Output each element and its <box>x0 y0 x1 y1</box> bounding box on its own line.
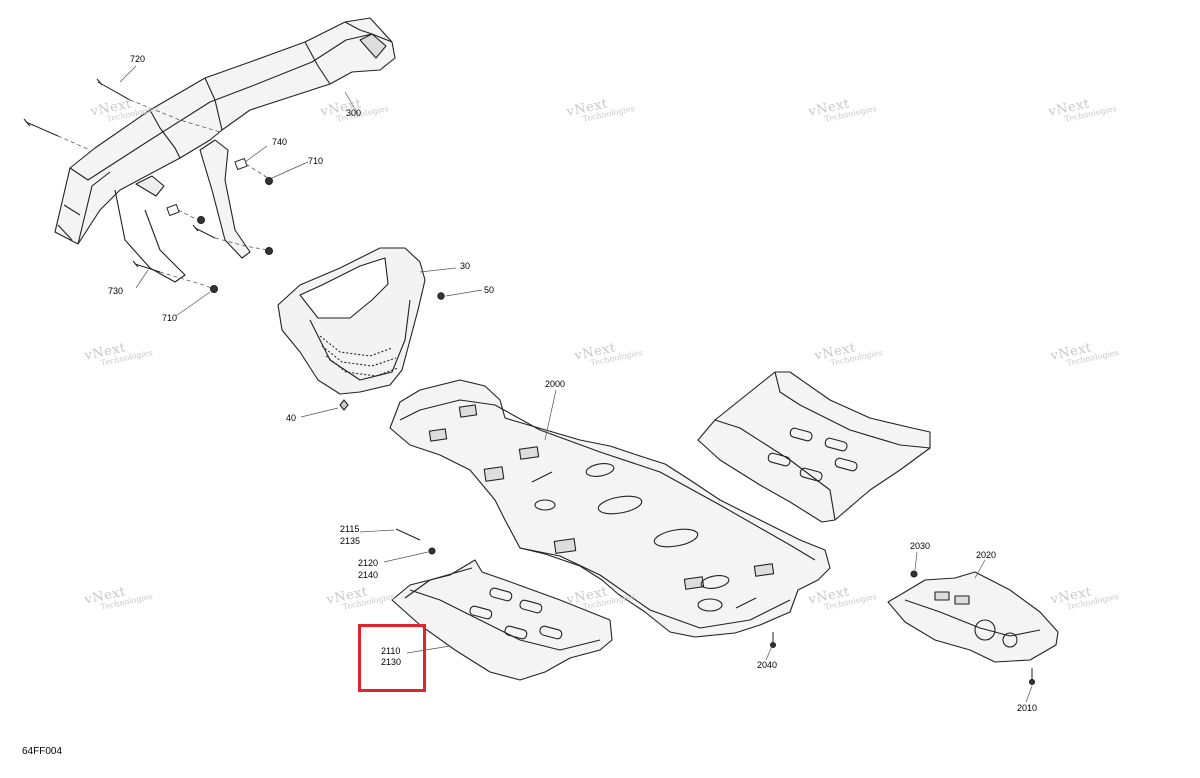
skid-bolt-2040-head <box>769 641 777 649</box>
callout-710[interactable]: 710 <box>308 156 324 166</box>
callout-50[interactable]: 50 <box>484 285 495 295</box>
left-skid-plate <box>391 559 613 681</box>
front-fascia <box>277 247 426 395</box>
callout-2120[interactable]: 2120 <box>358 558 379 568</box>
callout-2110[interactable]: 2110 <box>381 646 401 656</box>
main-skid-plate <box>389 379 831 638</box>
bolt-2010-head <box>1028 678 1036 686</box>
rear-skid-plate <box>697 371 931 523</box>
callout-40[interactable]: 40 <box>286 413 297 423</box>
fascia-clip <box>339 399 349 411</box>
right-skid-plate <box>887 571 1059 663</box>
callout-2115[interactable]: 2115 <box>340 524 360 534</box>
front-bumper <box>54 17 396 283</box>
nut-2120 <box>428 547 436 555</box>
figure-code: 64FF004 <box>22 746 63 757</box>
callout-300[interactable]: 300 <box>346 108 362 118</box>
callout-2030[interactable]: 2030 <box>910 541 931 551</box>
bumper-fasteners <box>23 78 273 293</box>
callout-2010[interactable]: 2010 <box>1017 703 1038 713</box>
callout-730[interactable]: 730 <box>108 286 124 296</box>
callout-2000[interactable]: 2000 <box>545 379 566 389</box>
callout-720[interactable]: 720 <box>130 54 146 64</box>
callout-740[interactable]: 740 <box>272 137 288 147</box>
callout-2140[interactable]: 2140 <box>358 570 379 580</box>
callout-2130[interactable]: 2130 <box>381 657 402 667</box>
callout-2135[interactable]: 2135 <box>340 536 361 546</box>
callout-leaders <box>119 65 1033 703</box>
callout-2040[interactable]: 2040 <box>757 660 778 670</box>
callout-2020[interactable]: 2020 <box>976 550 997 560</box>
bolt-2115 <box>395 528 421 541</box>
fascia-nut <box>437 292 445 300</box>
callout-30[interactable]: 30 <box>460 261 471 271</box>
highlight-box[interactable] <box>358 624 426 692</box>
nut-2030 <box>910 570 918 578</box>
bumper-leader-lines <box>57 99 269 289</box>
callout-710[interactable]: 710 <box>162 313 178 323</box>
